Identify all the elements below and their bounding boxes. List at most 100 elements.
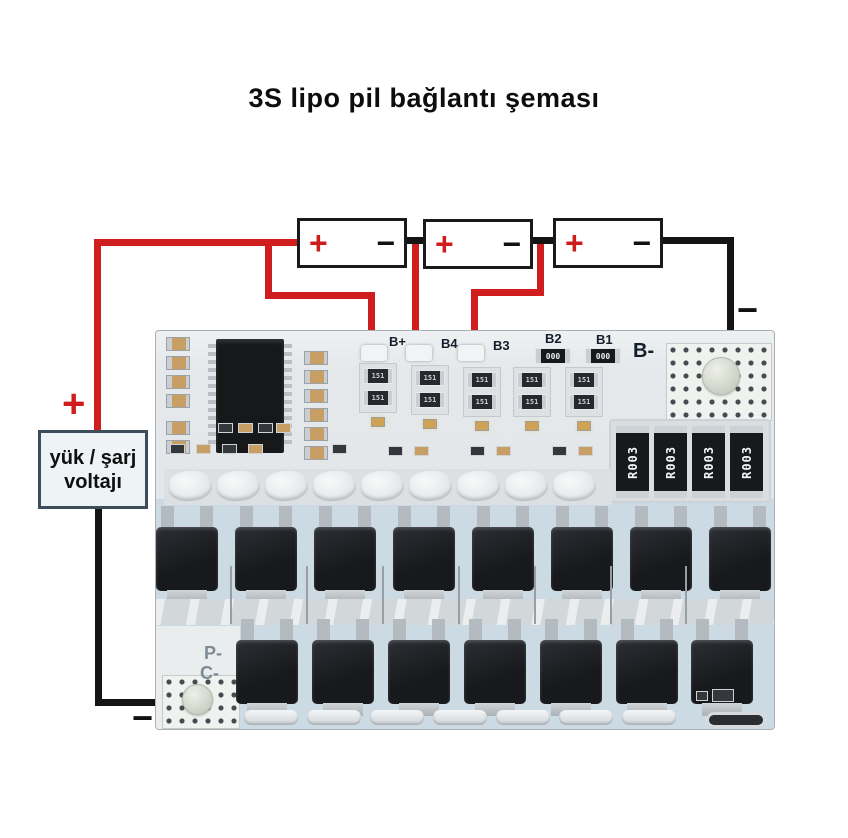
board-minus-mark: − bbox=[737, 289, 759, 330]
mosfet bbox=[709, 506, 771, 604]
smd-component bbox=[276, 423, 291, 433]
pack-plus-mark: + bbox=[62, 382, 86, 426]
solder-blob bbox=[182, 684, 213, 715]
smd-resistor: 151 bbox=[415, 392, 445, 408]
mosfet bbox=[630, 506, 692, 604]
smd-resistor: 151 bbox=[467, 372, 497, 388]
solder-blob bbox=[370, 710, 424, 725]
solder-pad-b-plus bbox=[361, 345, 387, 361]
smd-component bbox=[222, 444, 237, 454]
smd-resistor bbox=[304, 446, 328, 460]
load-box-line1: yük / şarj bbox=[49, 446, 137, 469]
component-pin bbox=[534, 566, 536, 624]
smd-resistor: 151 bbox=[467, 394, 497, 410]
shunt-label: R003 bbox=[663, 445, 678, 479]
page-title: 3S lipo pil bağlantı şeması bbox=[248, 83, 600, 113]
load-box-line2: voltajı bbox=[64, 470, 122, 493]
smd-resistor bbox=[304, 351, 328, 365]
solder-pad-b4 bbox=[406, 345, 432, 361]
resistor-group: 151 151 bbox=[565, 367, 603, 417]
smd-resistor: 151 bbox=[569, 394, 599, 410]
smd-resistor-000: 000 bbox=[535, 348, 571, 364]
solder-blob bbox=[358, 469, 406, 503]
pad-label-p-minus: P- bbox=[204, 643, 222, 663]
battery-cell-3: + − bbox=[553, 218, 663, 268]
resistor-group: 151 151 bbox=[359, 363, 397, 413]
smd-component bbox=[248, 444, 263, 454]
smd-component bbox=[218, 423, 233, 433]
smd-component bbox=[496, 446, 511, 456]
smd-resistor: 151 bbox=[569, 372, 599, 388]
battery-cell-1: + − bbox=[297, 218, 407, 268]
smd-component bbox=[170, 444, 185, 454]
component-pin bbox=[458, 566, 460, 624]
red-wire-segment bbox=[471, 289, 544, 296]
shunt-label: R003 bbox=[625, 445, 640, 479]
smd-component bbox=[470, 446, 485, 456]
cell-minus-terminal: − bbox=[502, 226, 521, 262]
load-charge-voltage-box: yük / şarj voltajı bbox=[38, 430, 148, 509]
smd-resistor: 151 bbox=[517, 394, 547, 410]
red-wire-segment bbox=[471, 289, 478, 354]
smd-resistor: 151 bbox=[415, 370, 445, 386]
shunt-resistor: R003 bbox=[730, 426, 763, 498]
smd-resistor: 151 bbox=[517, 372, 547, 388]
smd-resistor bbox=[304, 408, 328, 422]
mosfet bbox=[388, 619, 450, 717]
pad-label-b1: B1 bbox=[596, 332, 613, 347]
cell-minus-terminal: − bbox=[376, 225, 395, 261]
solder-blob bbox=[262, 469, 310, 503]
smd-component bbox=[388, 446, 403, 456]
smd-component bbox=[712, 689, 734, 702]
led bbox=[371, 417, 385, 427]
component-pin bbox=[230, 566, 232, 624]
black-wire-segment bbox=[404, 237, 426, 244]
mosfet bbox=[691, 619, 753, 717]
led bbox=[577, 421, 591, 431]
resistor-group: 151 151 bbox=[513, 367, 551, 417]
black-wire-segment bbox=[660, 237, 734, 244]
black-wire-segment bbox=[727, 237, 734, 355]
smd-component bbox=[332, 444, 347, 454]
solder-pad-b3 bbox=[458, 345, 484, 361]
shunt-resistor: R003 bbox=[692, 426, 725, 498]
pad-label-b-plus: B+ bbox=[389, 334, 406, 349]
led bbox=[475, 421, 489, 431]
bms-ic-chip bbox=[208, 339, 292, 453]
smd-component bbox=[196, 444, 211, 454]
cell-plus-terminal: + bbox=[309, 225, 328, 261]
smd-resistor bbox=[166, 394, 190, 408]
pack-minus-mark: − bbox=[132, 697, 154, 738]
smd-component bbox=[578, 446, 593, 456]
solder-blob bbox=[307, 710, 361, 725]
solder-blob bbox=[496, 710, 550, 725]
red-wire-segment bbox=[265, 243, 272, 297]
led bbox=[525, 421, 539, 431]
resistor-group: 151 151 bbox=[463, 367, 501, 417]
solder-blob bbox=[244, 710, 298, 725]
mosfet bbox=[235, 506, 297, 604]
component-pin bbox=[382, 566, 384, 624]
solder-blob bbox=[214, 469, 262, 503]
solder-blob bbox=[433, 710, 487, 725]
tinned-trace-band bbox=[164, 469, 612, 505]
red-wire-segment bbox=[265, 292, 375, 299]
solder-blob bbox=[550, 469, 598, 503]
smd-resistor bbox=[166, 337, 190, 351]
mosfet bbox=[236, 619, 298, 717]
solder-blob bbox=[502, 469, 550, 503]
shunt-label: R003 bbox=[739, 445, 754, 479]
solder-blob bbox=[310, 469, 358, 503]
battery-cell-2: + − bbox=[423, 219, 533, 269]
pad-label-c-minus: C- bbox=[200, 663, 219, 683]
smd-resistor bbox=[304, 370, 328, 384]
mosfet bbox=[156, 506, 218, 604]
red-wire-segment bbox=[94, 239, 300, 246]
red-wire-segment bbox=[537, 243, 544, 296]
shunt-label: R003 bbox=[701, 445, 716, 479]
red-wire-segment bbox=[94, 239, 101, 433]
component-pin bbox=[306, 566, 308, 624]
component-pin bbox=[610, 566, 612, 624]
mosfet bbox=[464, 619, 526, 717]
